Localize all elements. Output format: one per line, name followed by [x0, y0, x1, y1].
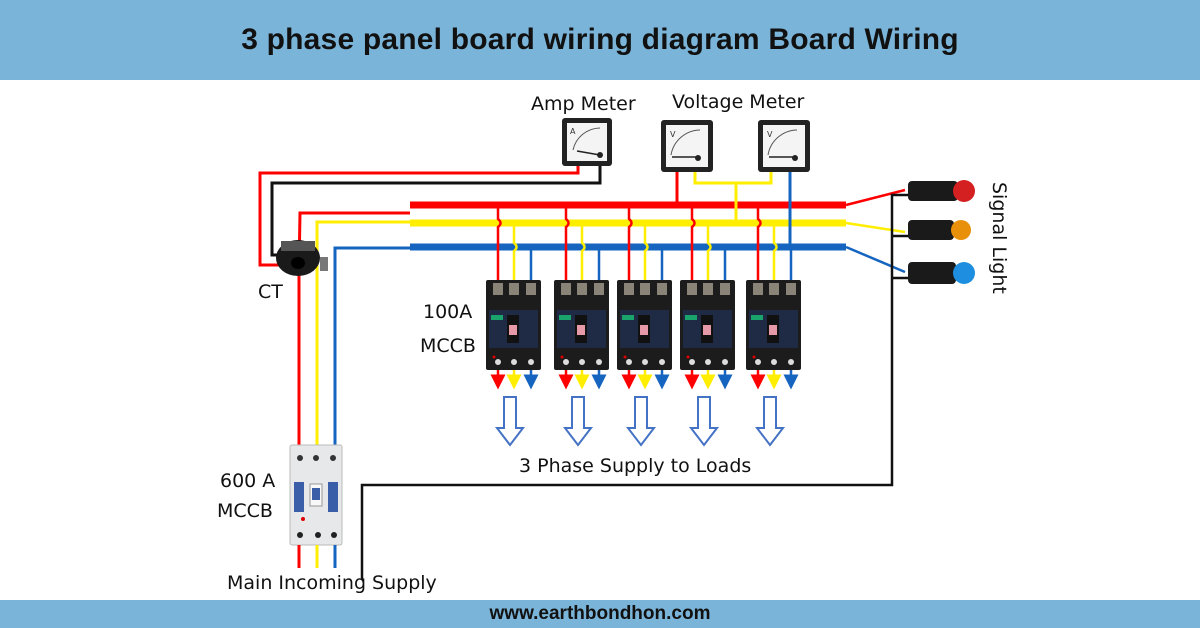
amp-meter-label: Amp Meter	[531, 93, 636, 115]
loads-label: 3 Phase Supply to Loads	[519, 455, 751, 477]
drop-wire-yellow	[706, 223, 712, 280]
drop-wire-red	[564, 205, 570, 280]
amp-meter-symbol: A	[570, 127, 576, 136]
mccb-100a-group	[486, 280, 801, 370]
signal-light-blue	[908, 262, 975, 284]
load-arrow-icon	[688, 396, 720, 447]
volt-meter-symbol: V	[670, 130, 676, 139]
mccb-100a-label-type: MCCB	[420, 335, 476, 357]
load-arrow-icon	[494, 396, 526, 447]
drop-wire-yellow	[512, 223, 518, 280]
voltage-meter-2: V	[758, 120, 810, 172]
load-arrow-icon	[562, 396, 594, 447]
voltage-meter-1: V	[661, 120, 713, 172]
wiring-diagram: A V V	[217, 91, 1010, 594]
mccb-100a	[746, 280, 801, 370]
drop-wire-yellow	[643, 223, 649, 280]
drop-wire-red	[496, 205, 502, 280]
mccb-100a	[680, 280, 735, 370]
drop-wire-red	[756, 205, 762, 280]
volt-meter-symbol: V	[767, 130, 773, 139]
title-banner: 3 phase panel board wiring diagram Board…	[0, 0, 1200, 80]
mccb-600a-label-rating: 600 A	[220, 470, 275, 492]
ct-label: CT	[258, 281, 283, 303]
signal-lights	[360, 180, 975, 580]
mccb-100a	[617, 280, 672, 370]
load-arrows	[494, 396, 786, 447]
mccb-drop-wires	[490, 205, 799, 390]
footer-banner: www.earthbondhon.com	[0, 600, 1200, 628]
page-title: 3 phase panel board wiring diagram Board…	[241, 23, 959, 56]
mccb-100a	[486, 280, 541, 370]
website-link[interactable]: www.earthbondhon.com	[489, 603, 711, 624]
drop-wire-yellow	[580, 223, 586, 280]
load-arrow-icon	[625, 396, 657, 447]
signal-light-label: Signal Light	[988, 182, 1010, 294]
drop-wire-red	[627, 205, 633, 280]
busbars	[410, 188, 906, 274]
voltage-meter-label: Voltage Meter	[672, 91, 805, 113]
mccb-600a-label-type: MCCB	[217, 500, 273, 522]
amp-meter: A	[562, 118, 612, 166]
mccb-100a	[554, 280, 609, 370]
current-transformer	[276, 240, 328, 276]
voltmeter-wires	[675, 172, 792, 247]
drop-wire-red	[690, 205, 696, 280]
drop-wire-yellow	[772, 223, 778, 280]
load-arrow-icon	[754, 396, 786, 447]
main-incoming-supply-label: Main Incoming Supply	[227, 572, 437, 594]
mccb-100a-label-rating: 100A	[423, 301, 472, 323]
signal-light-red	[908, 180, 975, 202]
mccb-600a	[289, 444, 343, 568]
signal-light-amber	[908, 220, 971, 240]
